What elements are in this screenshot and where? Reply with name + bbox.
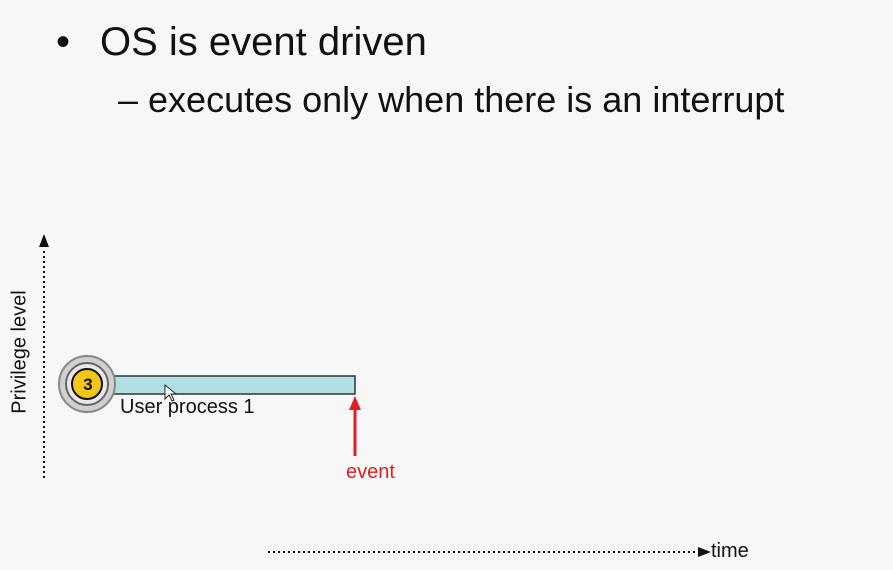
event-label: event [346, 461, 395, 483]
bullet-text: OS is event driven [100, 20, 427, 64]
event-arrowhead [349, 396, 361, 410]
privilege-badge-label: 3 [83, 375, 93, 394]
mouse-cursor-icon [164, 383, 178, 402]
process-bar [91, 375, 356, 395]
sub-bullet-text: – executes only when there is an interru… [118, 79, 785, 120]
x-axis-label: time [711, 540, 749, 562]
privilege-badge [71, 368, 103, 400]
bullet-marker: • [56, 20, 71, 64]
process-label: User process 1 [120, 396, 255, 418]
x-axis-arrowhead [698, 547, 711, 557]
y-axis-arrowhead [39, 234, 49, 247]
y-axis-label: Privilege level [8, 290, 31, 414]
bullet-item: • OS is event driven [56, 18, 427, 66]
